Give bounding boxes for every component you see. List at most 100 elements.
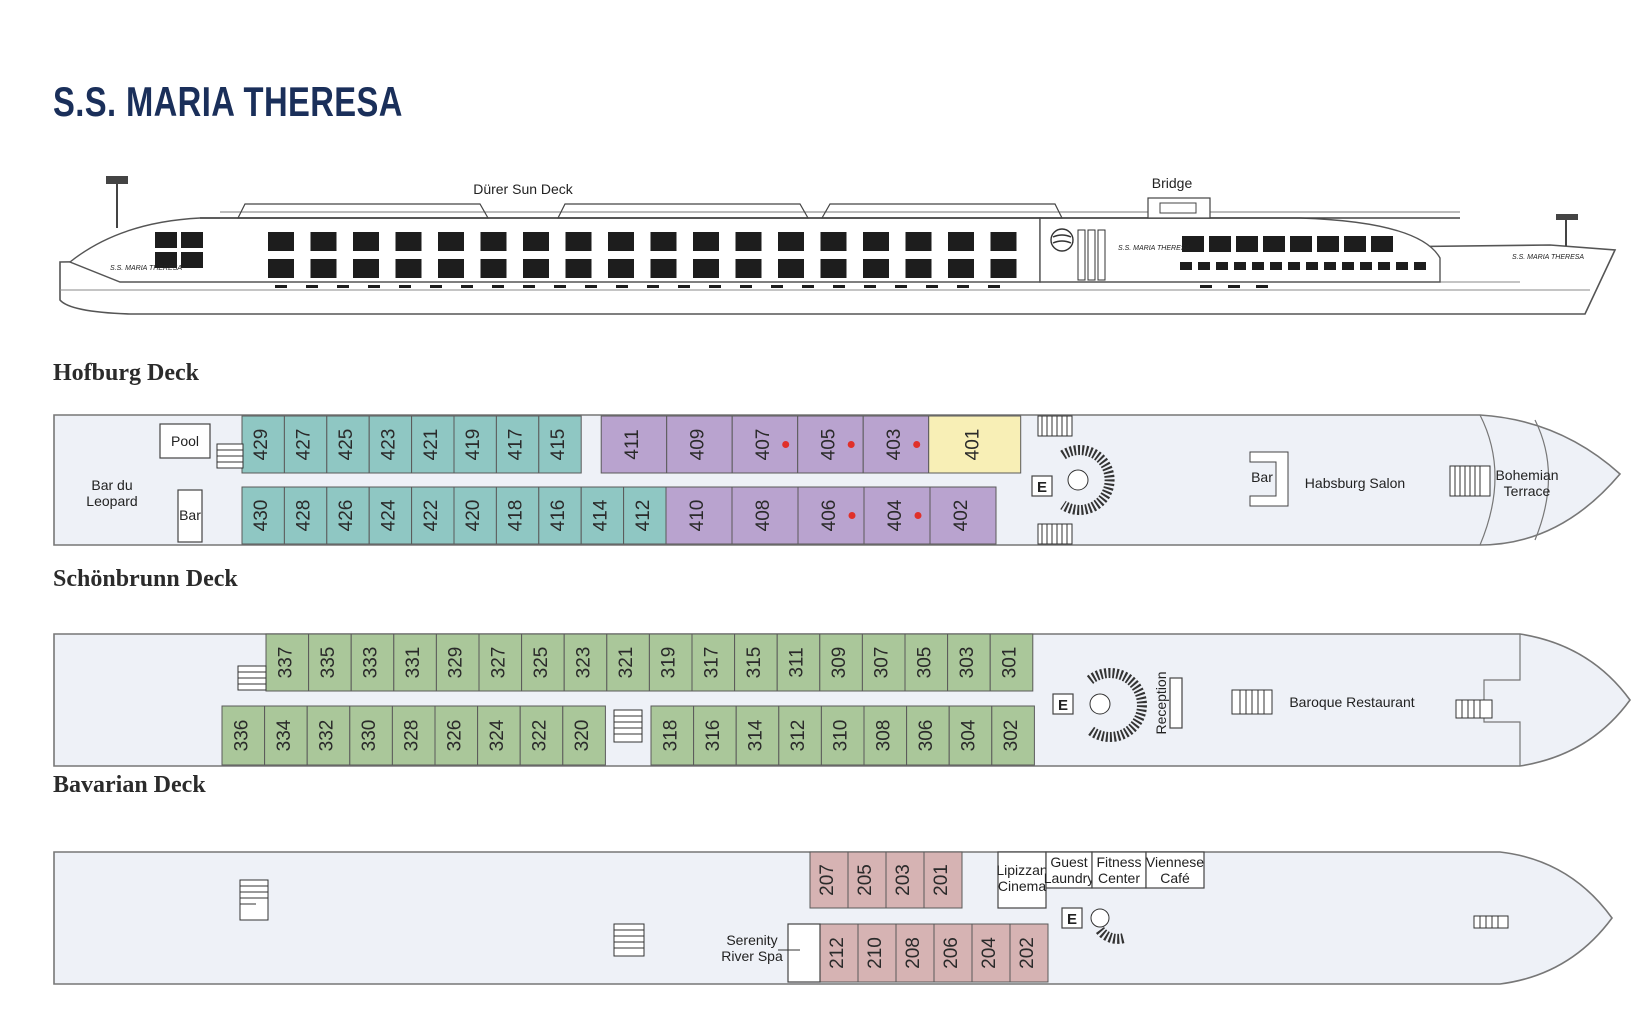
cabin-number: 329 xyxy=(446,647,467,679)
cabin-407[interactable]: 407 xyxy=(731,415,799,474)
cabin-309-box xyxy=(819,633,863,692)
cabin-305[interactable]: 305 xyxy=(904,633,949,692)
cabin-337[interactable]: 337 xyxy=(265,633,310,692)
cabin-318[interactable]: 318 xyxy=(650,705,695,766)
cabin-420[interactable]: 420 xyxy=(453,486,497,545)
cabin-410[interactable]: 410 xyxy=(665,486,733,545)
cabin-212[interactable]: 212 xyxy=(819,923,859,983)
cabin-422-box xyxy=(411,486,455,545)
cabin-number: 406 xyxy=(819,500,840,532)
cabin-number: 421 xyxy=(421,429,442,461)
cabin-207[interactable]: 207 xyxy=(809,851,849,909)
bohemian-terrace-line2: Terrace xyxy=(1504,483,1551,499)
cabin-number: 422 xyxy=(421,500,442,532)
cafe-line1: Viennese xyxy=(1146,854,1204,870)
cabin-number: 315 xyxy=(744,647,765,679)
cabin-409-box xyxy=(666,415,733,474)
cabin-333[interactable]: 333 xyxy=(350,633,395,692)
cabin-421-box xyxy=(411,415,455,474)
cabin-number: 306 xyxy=(916,720,937,752)
cabin-332[interactable]: 332 xyxy=(306,705,351,766)
cabin-208[interactable]: 208 xyxy=(895,923,935,983)
cabin-304[interactable]: 304 xyxy=(948,705,993,766)
cabin-317[interactable]: 317 xyxy=(691,633,736,692)
cabin-421[interactable]: 421 xyxy=(411,415,455,474)
cabin-302[interactable]: 302 xyxy=(991,705,1035,766)
cabin-422[interactable]: 422 xyxy=(411,486,455,545)
cabin-326[interactable]: 326 xyxy=(434,705,479,766)
cabin-204[interactable]: 204 xyxy=(971,923,1011,983)
cabin-203[interactable]: 203 xyxy=(885,851,925,909)
cabin-418[interactable]: 418 xyxy=(495,486,540,545)
cabin-322[interactable]: 322 xyxy=(519,705,564,766)
cabin-number: 337 xyxy=(275,647,296,679)
cabin-405[interactable]: 405 xyxy=(797,415,864,474)
cabin-415[interactable]: 415 xyxy=(538,415,582,474)
cabin-417[interactable]: 417 xyxy=(495,415,540,474)
cabin-311[interactable]: 311 xyxy=(776,633,821,692)
cabin-323[interactable]: 323 xyxy=(563,633,608,692)
cabin-301[interactable]: 301 xyxy=(989,633,1034,692)
cabin-314[interactable]: 314 xyxy=(735,705,780,766)
cabin-406[interactable]: 406 xyxy=(797,486,865,545)
schonbrunn-deck-title: Schönbrunn Deck xyxy=(53,566,238,592)
cabin-401[interactable]: 401 xyxy=(928,415,1022,474)
cabin-329[interactable]: 329 xyxy=(435,633,480,692)
cabin-308[interactable]: 308 xyxy=(863,705,908,766)
hofburg-spiral-stair xyxy=(1060,445,1115,515)
cabin-419[interactable]: 419 xyxy=(453,415,497,474)
cabin-416[interactable]: 416 xyxy=(538,486,582,545)
cabin-202[interactable]: 202 xyxy=(1009,923,1049,983)
cabin-331[interactable]: 331 xyxy=(393,633,437,692)
cabin-429[interactable]: 429 xyxy=(241,415,285,474)
cabin-number: 312 xyxy=(788,720,809,752)
cabin-206[interactable]: 206 xyxy=(933,923,973,983)
cabin-203-box xyxy=(885,851,925,909)
cabin-336[interactable]: 336 xyxy=(221,705,266,766)
cabin-428[interactable]: 428 xyxy=(283,486,328,545)
cabin-303[interactable]: 303 xyxy=(947,633,991,692)
bohemian-terrace-line1: Bohemian xyxy=(1495,467,1558,483)
cabin-404[interactable]: 404 xyxy=(863,486,931,545)
cabin-number: 305 xyxy=(914,647,935,679)
hull-name-bow: S.S. MARIA THERESA xyxy=(110,265,182,272)
cabin-310[interactable]: 310 xyxy=(820,705,865,766)
cabin-number: 416 xyxy=(548,500,569,532)
cabin-number: 332 xyxy=(317,720,338,752)
cabin-425[interactable]: 425 xyxy=(326,415,370,474)
cabin-328[interactable]: 328 xyxy=(391,705,436,766)
cabin-324[interactable]: 324 xyxy=(477,705,521,766)
cabin-205[interactable]: 205 xyxy=(847,851,887,909)
cabin-423[interactable]: 423 xyxy=(368,415,413,474)
cabin-330[interactable]: 330 xyxy=(349,705,393,766)
cabin-325[interactable]: 325 xyxy=(521,633,565,692)
cabin-414[interactable]: 414 xyxy=(580,486,625,545)
cabin-306[interactable]: 306 xyxy=(906,705,950,766)
cabin-408[interactable]: 408 xyxy=(731,486,799,545)
cabin-201[interactable]: 201 xyxy=(923,851,963,909)
cabin-320[interactable]: 320 xyxy=(562,705,606,766)
cabin-430[interactable]: 430 xyxy=(241,486,285,545)
cabin-319[interactable]: 319 xyxy=(648,633,693,692)
cabin-210[interactable]: 210 xyxy=(857,923,897,983)
cabin-307[interactable]: 307 xyxy=(861,633,906,692)
cabin-411[interactable]: 411 xyxy=(600,415,668,474)
cabin-412[interactable]: 412 xyxy=(623,486,667,545)
cabin-207-box xyxy=(809,851,849,909)
cabin-309[interactable]: 309 xyxy=(819,633,863,692)
cabin-335[interactable]: 335 xyxy=(308,633,352,692)
cabin-315[interactable]: 315 xyxy=(734,633,778,692)
cabin-321[interactable]: 321 xyxy=(606,633,650,692)
cabin-426[interactable]: 426 xyxy=(326,486,370,545)
cabin-403[interactable]: 403 xyxy=(862,415,930,474)
cabin-316[interactable]: 316 xyxy=(693,705,737,766)
cabin-424[interactable]: 424 xyxy=(368,486,413,545)
cabin-409[interactable]: 409 xyxy=(666,415,733,474)
cabin-427[interactable]: 427 xyxy=(283,415,328,474)
cabin-334[interactable]: 334 xyxy=(264,705,308,766)
cabin-402[interactable]: 402 xyxy=(929,486,997,545)
cabin-327[interactable]: 327 xyxy=(478,633,523,692)
cabin-312[interactable]: 312 xyxy=(778,705,822,766)
